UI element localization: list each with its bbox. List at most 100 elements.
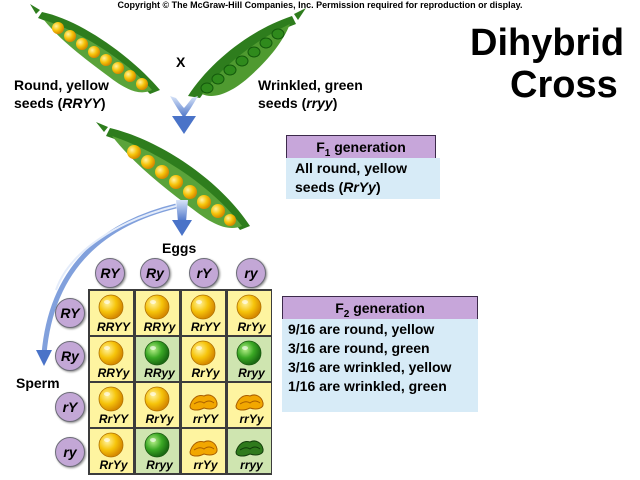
egg-gamete-ry: ry bbox=[236, 258, 266, 288]
parent-2-seeds-suffix: ) bbox=[332, 95, 338, 111]
genotype-label: rrYY bbox=[192, 412, 219, 426]
f2-heading-letter: F bbox=[335, 300, 344, 316]
egg-gamete-RY: RY bbox=[95, 258, 125, 288]
genotype-label: rrYy bbox=[239, 412, 264, 426]
punnett-cell: rrYy bbox=[228, 383, 271, 427]
f2-ratio-wrinkled-yellow: 3/16 are wrinkled, yellow bbox=[288, 359, 452, 375]
pea-round-yellow bbox=[236, 294, 262, 320]
parent-2-label: Wrinkled, green seeds (rryy) bbox=[258, 76, 408, 112]
f2-heading-subscript: 2 bbox=[343, 308, 350, 320]
pea-row-f1-pod bbox=[127, 145, 236, 226]
parent-2-seeds-prefix: seeds ( bbox=[258, 95, 307, 111]
sperm-gamete-rY: rY bbox=[55, 392, 85, 422]
pea-wrinkled-green bbox=[259, 37, 273, 49]
pea-wrinkled-green bbox=[247, 46, 261, 58]
pea-yellow bbox=[224, 214, 236, 226]
punnett-cell: RrYy bbox=[182, 337, 225, 381]
f1-genotype: RrYy bbox=[343, 179, 376, 195]
genotype-label: RrYY bbox=[98, 412, 129, 426]
genotype-label: Rryy bbox=[146, 458, 173, 472]
copyright-notice: Copyright © The McGraw-Hill Companies, I… bbox=[117, 0, 523, 10]
genotype-label: RrYy bbox=[99, 458, 128, 472]
pea-row-pod-1 bbox=[52, 22, 148, 90]
pea-yellow bbox=[76, 38, 88, 50]
punnett-cell: RrYy bbox=[136, 383, 179, 427]
f2-generation-heading: F2 generation bbox=[282, 296, 478, 320]
punnett-cell: rrYy bbox=[182, 429, 225, 473]
sperm-gamete-Ry: Ry bbox=[55, 341, 85, 371]
punnett-cell: Rryy bbox=[228, 337, 271, 381]
pea-wrinkled-yellow bbox=[189, 440, 218, 457]
punnett-cell: rrYY bbox=[182, 383, 225, 427]
pea-round-green bbox=[144, 340, 170, 366]
diagram-title: Dihybrid Cross bbox=[470, 22, 635, 106]
f2-ratio-round-yellow: 9/16 are round, yellow bbox=[288, 321, 435, 337]
sperm-label: Sperm bbox=[16, 375, 60, 391]
arrow-f1-to-eggs bbox=[172, 200, 192, 236]
genotype-label: RrYy bbox=[145, 412, 174, 426]
punnett-cell: rryy bbox=[228, 429, 271, 473]
punnett-cell: RrYY bbox=[182, 291, 225, 335]
pea-wrinkled-green bbox=[235, 55, 249, 67]
title-line-2: Cross bbox=[510, 64, 618, 106]
f2-generation-ratios: 9/16 are round, yellow 3/16 are round, g… bbox=[282, 319, 478, 412]
pea-round-green bbox=[144, 432, 170, 458]
pea-yellow bbox=[155, 165, 169, 179]
arrow-f1-to-sperm bbox=[36, 203, 177, 366]
pea-round-yellow bbox=[98, 432, 124, 458]
pea-round-yellow bbox=[190, 294, 216, 320]
genotype-label: RrYy bbox=[237, 320, 266, 334]
pea-wrinkled-yellow bbox=[189, 394, 218, 411]
parent-1-seeds-prefix: seeds ( bbox=[14, 95, 63, 111]
genotype-label: RRYY bbox=[96, 320, 131, 334]
genotype-label: rryy bbox=[240, 458, 263, 472]
pea-yellow bbox=[183, 185, 197, 199]
f1-seeds-prefix: seeds ( bbox=[295, 179, 344, 195]
pea-yellow bbox=[52, 22, 64, 34]
egg-gamete-Ry: Ry bbox=[140, 258, 170, 288]
genotype-label: RRYy bbox=[97, 366, 130, 380]
punnett-cell: Rryy bbox=[136, 429, 179, 473]
pea-yellow bbox=[136, 78, 148, 90]
sperm-gamete-RY: RY bbox=[55, 298, 85, 328]
genotype-label: RRyy bbox=[144, 366, 175, 380]
parent-1-label: Round, yellow seeds (RRYY) bbox=[14, 76, 164, 112]
pea-yellow bbox=[112, 62, 124, 74]
pea-yellow bbox=[197, 195, 211, 209]
punnett-cell: RRYY bbox=[90, 291, 133, 335]
punnett-cell: RRYy bbox=[136, 291, 179, 335]
pea-yellow bbox=[169, 175, 183, 189]
f2-heading-text: generation bbox=[349, 300, 425, 316]
f1-heading-letter: F bbox=[316, 139, 325, 155]
pea-wrinkled-green bbox=[235, 440, 264, 457]
egg-gamete-rY: rY bbox=[189, 258, 219, 288]
pea-row-pod-2 bbox=[200, 28, 285, 94]
genotype-label: rrYy bbox=[193, 458, 218, 472]
f2-ratio-round-green: 3/16 are round, green bbox=[288, 340, 430, 356]
pea-yellow bbox=[127, 145, 141, 159]
punnett-cell: RrYy bbox=[228, 291, 271, 335]
eggs-label: Eggs bbox=[162, 240, 197, 256]
parent-2-phenotype: Wrinkled, green bbox=[258, 77, 363, 93]
parent-2-genotype: rryy bbox=[306, 95, 333, 111]
parent-1-genotype: RRYY bbox=[62, 95, 101, 111]
pea-wrinkled-green bbox=[271, 28, 285, 40]
pea-wrinkled-yellow bbox=[235, 394, 264, 411]
f1-heading-subscript: 1 bbox=[324, 147, 331, 159]
pea-round-green bbox=[236, 340, 262, 366]
pea-wrinkled-green bbox=[223, 64, 237, 76]
genotype-label: RrYY bbox=[190, 320, 221, 334]
pea-yellow bbox=[141, 155, 155, 169]
pea-wrinkled-green bbox=[200, 82, 214, 94]
punnett-cell: RrYy bbox=[90, 429, 133, 473]
genotype-label: Rryy bbox=[238, 366, 265, 380]
genotype-label: RRYy bbox=[143, 320, 176, 334]
punnett-cell: RrYY bbox=[90, 383, 133, 427]
genotype-label: RrYy bbox=[191, 366, 220, 380]
f1-seeds-suffix: ) bbox=[375, 179, 381, 195]
sperm-gamete-ry: ry bbox=[55, 437, 85, 467]
arrow-parents-to-f1 bbox=[170, 96, 198, 134]
f1-heading-text: generation bbox=[330, 139, 406, 155]
